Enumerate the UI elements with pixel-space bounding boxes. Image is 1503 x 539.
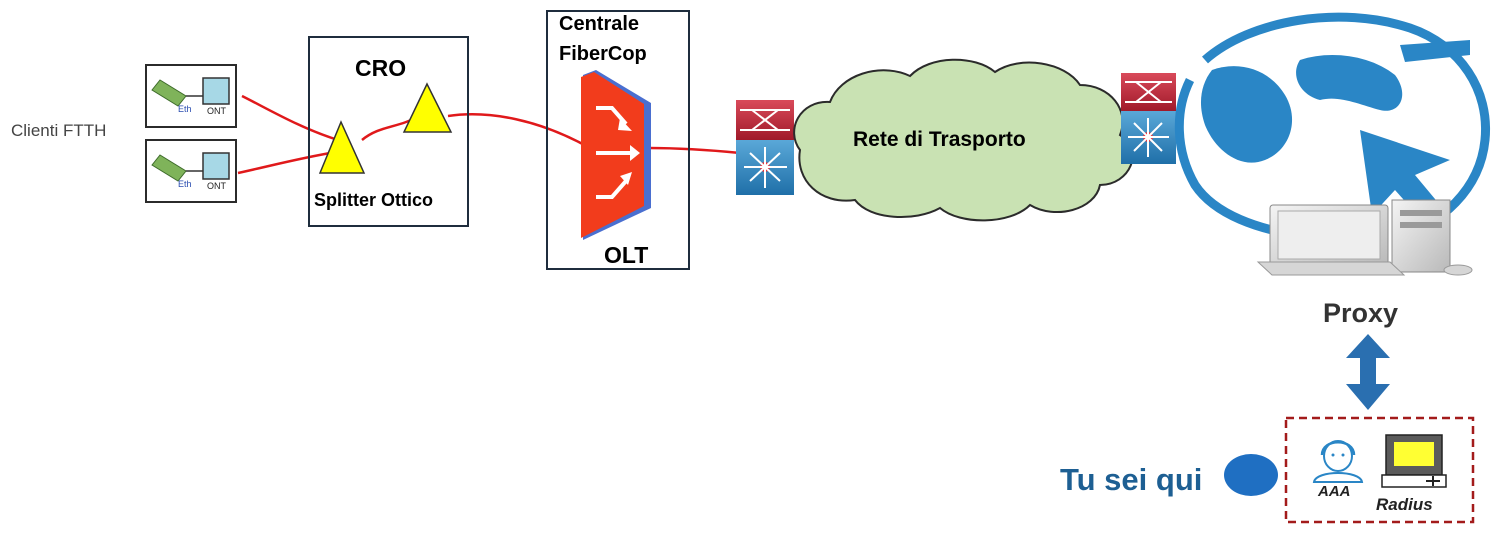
fiber-link-olt-switch (647, 146, 741, 155)
aaa-radius-box: AAA Radius (1284, 416, 1475, 524)
clients-label: Clienti FTTH (11, 121, 106, 140)
splitter-label: Splitter Ottico (314, 190, 433, 210)
radius-server-icon (1381, 434, 1447, 488)
ont-device-1: Eth ONT (145, 64, 237, 128)
central-box: Centrale FiberCop OLT (546, 10, 690, 270)
aaa-label: AAA (1317, 483, 1351, 500)
olt-label: OLT (604, 242, 648, 268)
fiber-link-client2-splitter (237, 150, 337, 175)
user-headset-icon (1312, 440, 1364, 483)
central-title-line1: Centrale (559, 13, 639, 35)
ont-eth-label: Eth (178, 179, 192, 189)
internet-globe-icon (1174, 12, 1491, 240)
transport-network-cloud: Rete di Trasporto (793, 58, 1134, 222)
splitter-icon (402, 82, 453, 133)
ont-eth-label: Eth (178, 104, 192, 114)
you-are-here-label: Tu sei qui (1060, 462, 1202, 497)
proxy-server-icon (1256, 199, 1473, 276)
bidirectional-arrow-icon (1346, 334, 1390, 410)
proxy-label: Proxy (1323, 298, 1398, 328)
fiber-links (237, 94, 741, 175)
ont-box-icon (202, 77, 230, 105)
ont-device-2: Eth ONT (145, 139, 237, 203)
cro-box: CRO Splitter Ottico (308, 36, 469, 227)
ont-label: ONT (207, 181, 227, 191)
switch-icon (736, 100, 794, 195)
you-are-here-marker-icon (1224, 454, 1278, 496)
splitter-icon (318, 120, 366, 174)
transport-network-label: Rete di Trasporto (853, 128, 1026, 151)
cro-title: CRO (355, 55, 406, 81)
olt-device-icon (581, 70, 651, 240)
ont-box-icon (202, 152, 230, 180)
fiber-link-splitter-olt (447, 113, 591, 150)
radius-label: Radius (1376, 495, 1433, 514)
central-title-line2: FiberCop (559, 43, 647, 65)
ont-label: ONT (207, 106, 227, 116)
fiber-link-client1-splitter (241, 94, 339, 142)
switch-icon (1121, 73, 1176, 164)
